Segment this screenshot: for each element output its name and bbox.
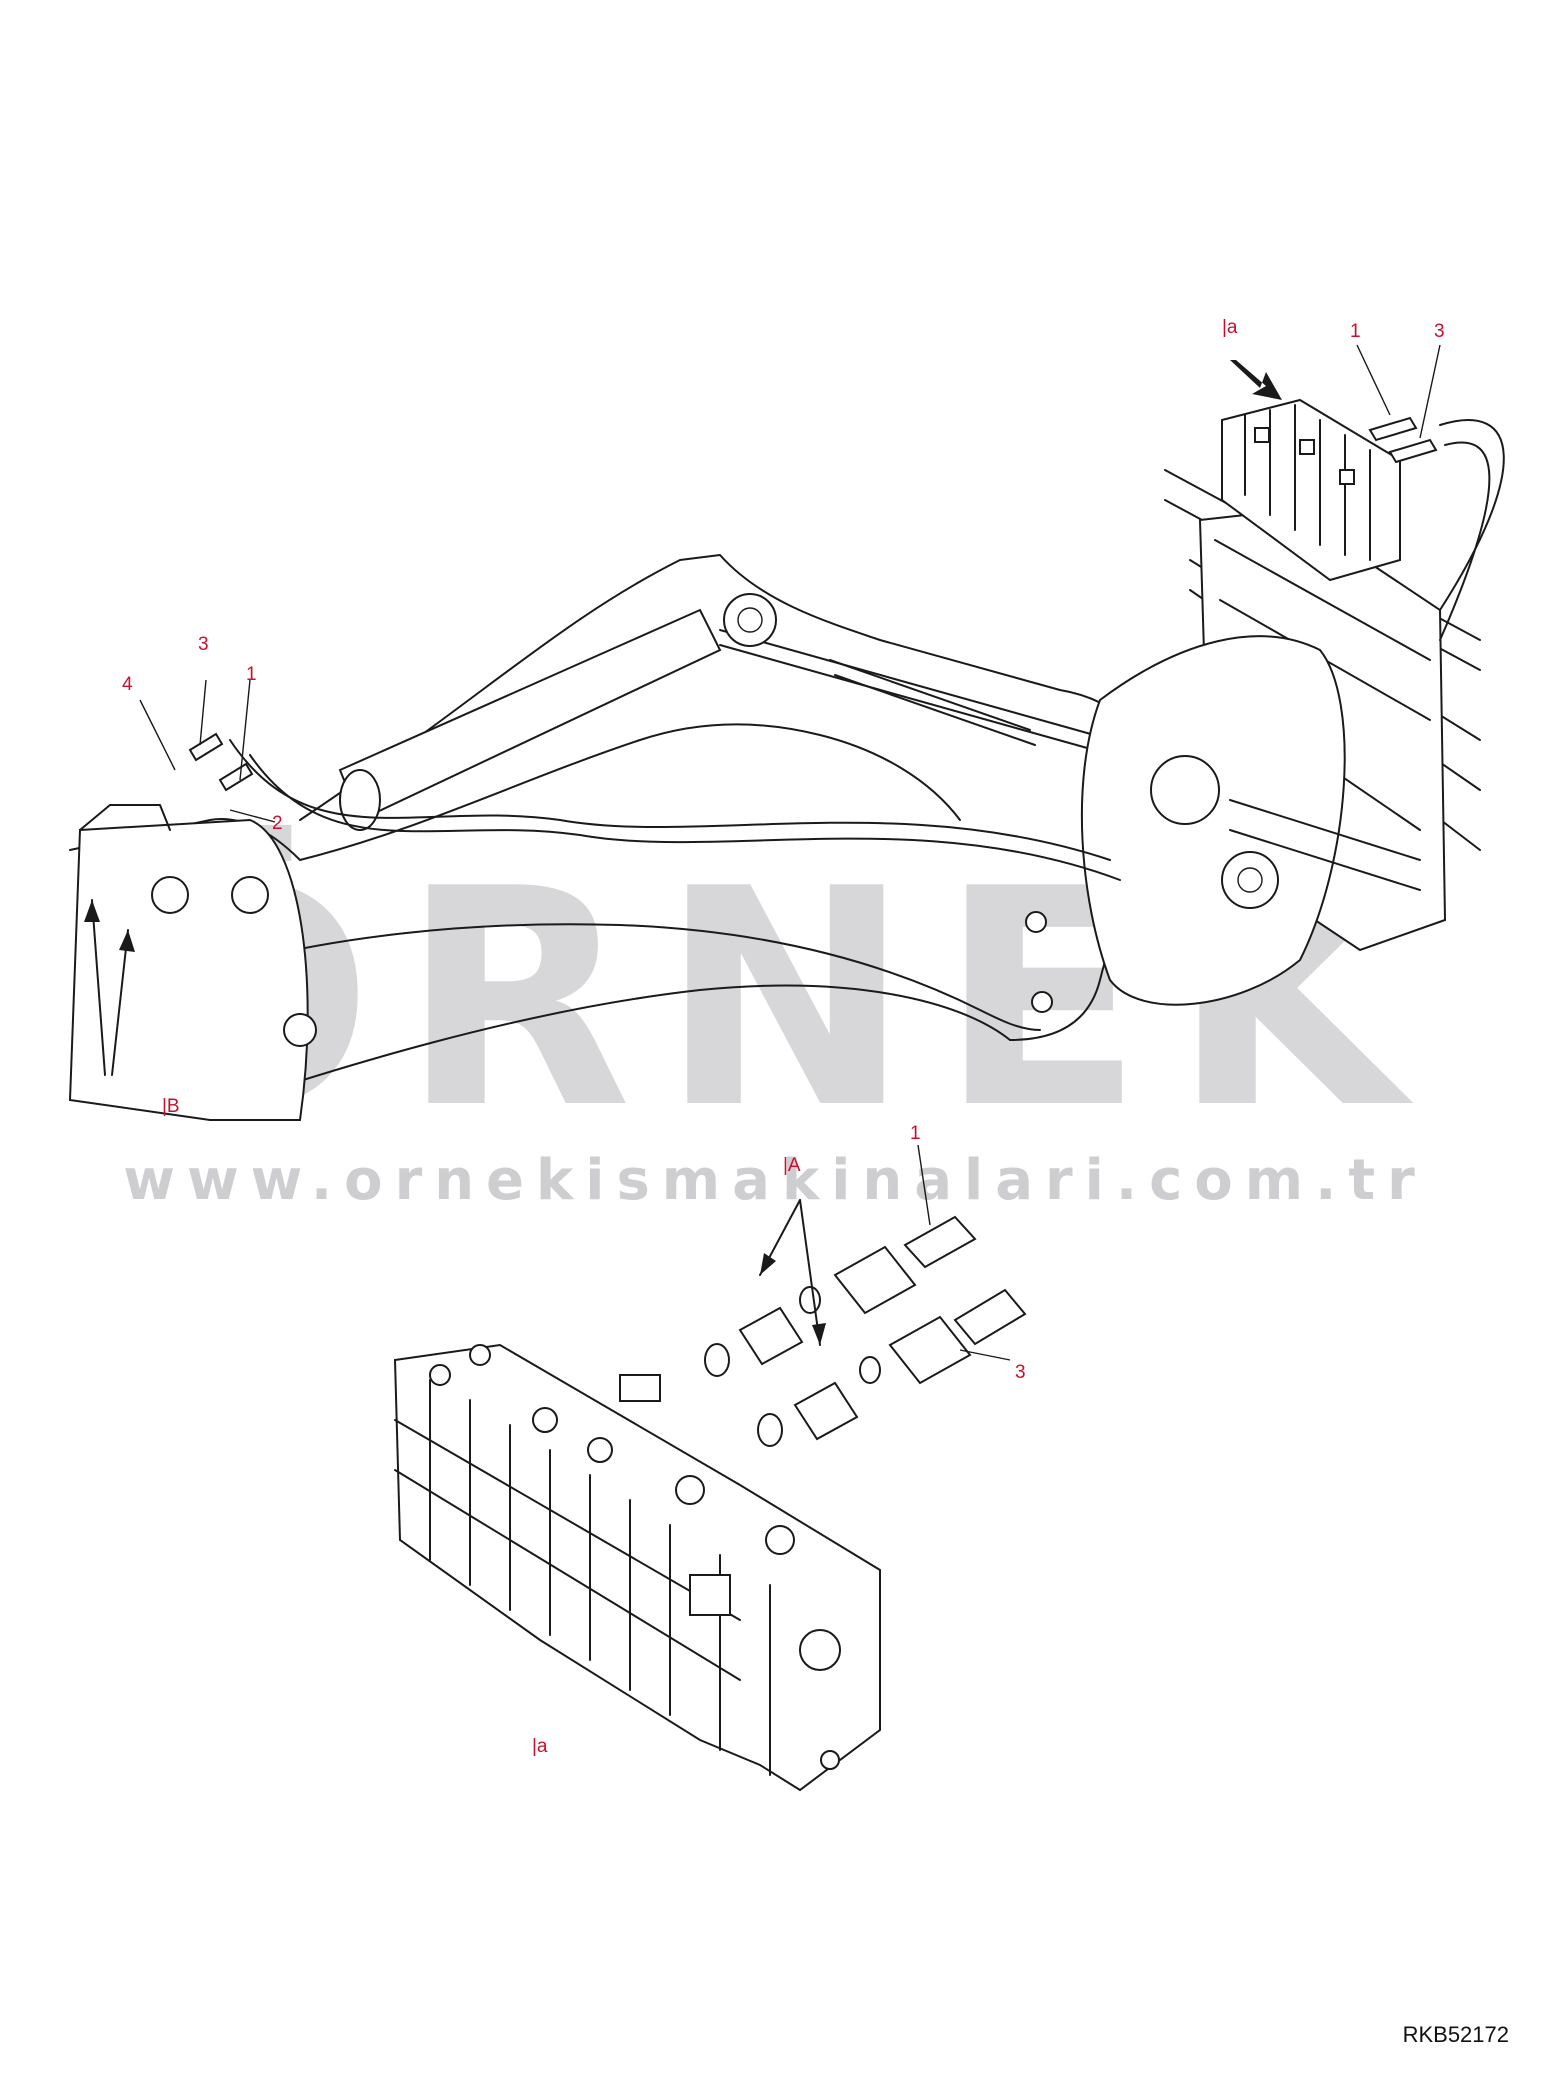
boom-assembly (68, 554, 1421, 1121)
boom-item-1-label: 1 (246, 664, 257, 685)
boom-item-2-label: 2 (272, 813, 283, 834)
document-id: RKB52172 (1402, 2022, 1509, 2047)
watermark-url: www.ornekismakinalari.com.tr (123, 1148, 1427, 1213)
boom-item-4-label: 4 (122, 674, 133, 695)
top-view-ref-label: |a (1222, 317, 1238, 338)
view-a-label: |A (783, 1155, 801, 1176)
bottom-view-ref-label: |a (532, 1736, 548, 1757)
top-item-3-label: 3 (1434, 321, 1445, 342)
view-b-label: |B (162, 1096, 180, 1117)
detail-item-1-label: 1 (910, 1123, 921, 1144)
valve-detail-exploded (393, 1144, 1027, 1792)
detail-item-3-label: 3 (1015, 1362, 1026, 1383)
top-item-1-label: 1 (1350, 321, 1361, 342)
boom-item-3-label: 3 (198, 634, 209, 655)
